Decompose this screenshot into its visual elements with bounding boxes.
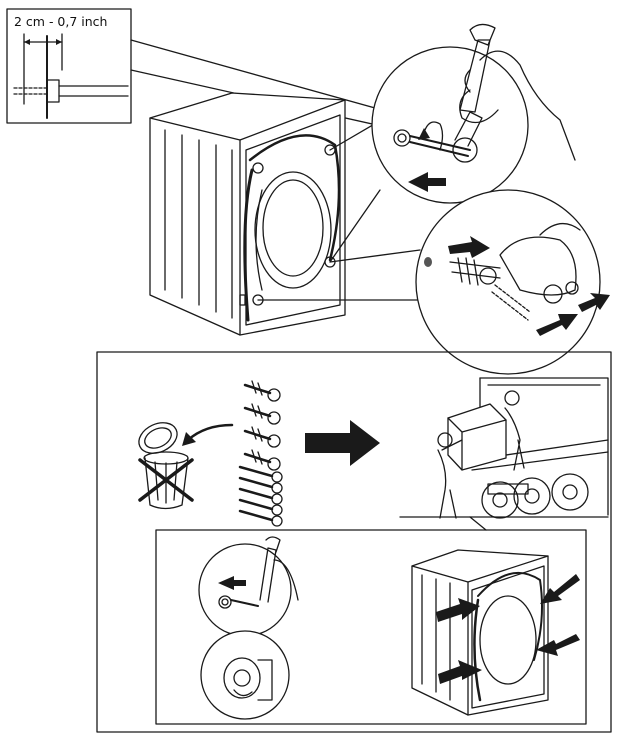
washing-machine-rear-view xyxy=(149,92,346,336)
measurement-inset xyxy=(6,8,132,124)
bin-crossed-out-icon xyxy=(138,422,234,510)
reinstall-wrench-circle xyxy=(198,536,299,637)
reinstall-inset-frame xyxy=(155,529,587,725)
washing-machine-reinstall xyxy=(411,549,580,716)
next-step-arrow xyxy=(305,420,380,466)
spacer-cap-circle xyxy=(200,630,290,720)
transit-bolts-and-spacers xyxy=(238,380,283,527)
measurement-label: 2 cm - 0,7 inch xyxy=(14,14,108,29)
transport-instructions-frame xyxy=(96,351,612,733)
wrench-detail-circle xyxy=(371,23,576,204)
bolt-removal-detail-circle xyxy=(415,189,610,375)
delivery-truck-scene xyxy=(399,377,609,519)
